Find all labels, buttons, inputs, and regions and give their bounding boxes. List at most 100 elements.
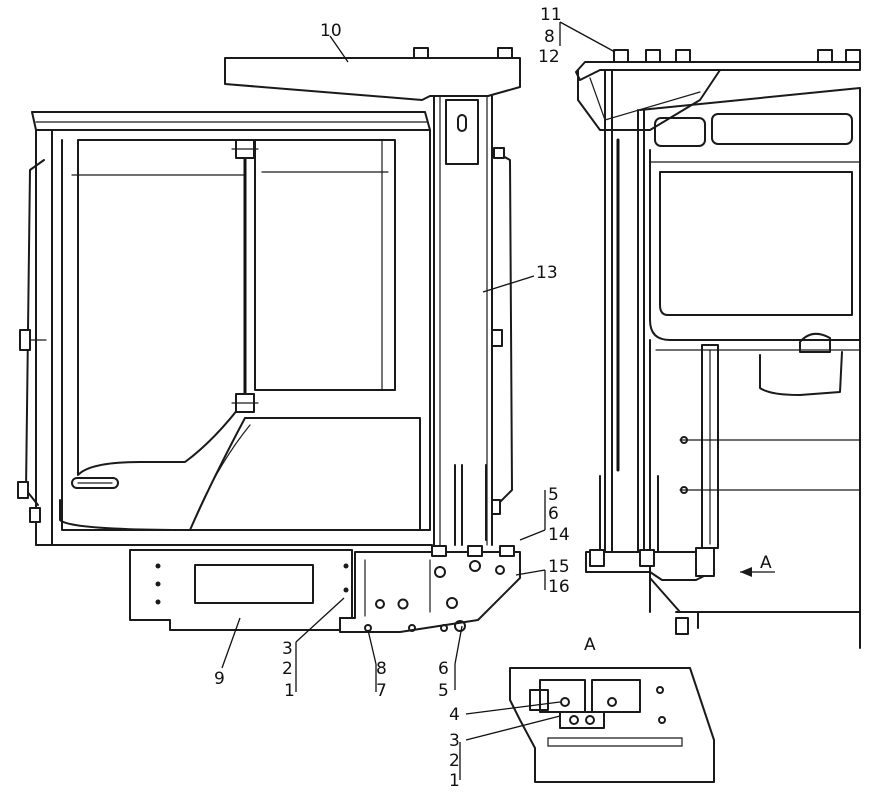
callout-13: 13 <box>536 263 558 283</box>
mp-nut-2 <box>469 560 481 572</box>
detail-hole-2 <box>658 716 666 724</box>
upper-cab-body <box>639 87 861 341</box>
callout-14: 14 <box>548 525 570 545</box>
pillar-outer <box>433 95 493 546</box>
callout-5-right: 5 <box>548 485 559 505</box>
door-window-inner-lines <box>261 139 389 391</box>
leader-15-16 <box>515 569 546 590</box>
callout-labels: 10 11 8 12 13 5 6 14 15 16 9 3 2 1 8 7 6… <box>214 5 772 791</box>
plate-9-hole-a <box>155 563 161 569</box>
mp-nut-1 <box>434 566 446 578</box>
cab-door-window <box>254 139 396 391</box>
plate-9-hole-e <box>343 587 349 593</box>
pillar-rail-clamp <box>491 329 503 347</box>
leader-11-8-12 <box>559 21 616 53</box>
front-bracket <box>577 69 721 131</box>
front-cab-panel-2 <box>711 113 853 145</box>
front-pillar <box>604 69 645 553</box>
front-window <box>659 171 853 316</box>
door-edge <box>701 344 719 549</box>
plate-9 <box>129 549 353 631</box>
roof-bolt-2 <box>645 49 661 63</box>
section-marker-a: A <box>760 553 772 573</box>
callout-12: 12 <box>538 47 560 67</box>
callout-8-top: 8 <box>544 27 555 47</box>
bracket-bolt-2 <box>497 47 513 59</box>
front-lower-link <box>649 577 699 629</box>
front-base-bolt-1 <box>589 549 605 567</box>
callout-3-bottom: 3 <box>282 639 293 659</box>
front-roof-rail <box>575 61 861 81</box>
callout-4-detail: 4 <box>449 705 460 725</box>
roof-bolt-1 <box>613 49 629 63</box>
plate-9-window <box>194 564 314 604</box>
mp-bolt-1 <box>431 545 447 557</box>
leader-3-2-1 <box>295 597 345 692</box>
pillar-top-plate <box>445 99 479 165</box>
lower-cab-grooves <box>679 439 861 491</box>
front-base-bolt-3 <box>695 547 715 577</box>
roof-bracket <box>224 57 521 101</box>
mp-hole-3 <box>446 597 458 609</box>
callout-8-bottom: 8 <box>376 659 387 679</box>
roof-bolt-4 <box>817 49 833 63</box>
leader-8-7 <box>367 629 377 692</box>
front-base-gussets <box>599 475 659 553</box>
callout-5-bottom: 5 <box>438 681 449 701</box>
roof-bolt-5 <box>845 49 861 63</box>
leader-3-detail <box>465 715 561 741</box>
callout-1-detail: 1 <box>449 771 460 791</box>
detail-bolt-1 <box>560 697 570 707</box>
lower-cab-recess <box>759 351 843 396</box>
lower-cab-sides <box>649 339 861 649</box>
door-curve-inner <box>189 424 251 531</box>
groove-pin-2 <box>680 486 688 494</box>
cab-rear-post <box>35 129 53 546</box>
detail-bolt-2 <box>607 697 617 707</box>
mp-bolt-2 <box>467 545 483 557</box>
cab-door-lower-panel <box>59 417 421 531</box>
cab-outer-frame <box>61 129 431 531</box>
leader-13 <box>482 275 535 293</box>
leader-5-6-14 <box>519 490 546 541</box>
callout-7-bottom: 7 <box>376 681 387 701</box>
groove-pin-1 <box>680 436 688 444</box>
plate-9-hole-c <box>155 599 161 605</box>
rail-foot <box>29 507 41 523</box>
front-base-bolt-2 <box>639 549 655 567</box>
cab-rear-window <box>77 139 246 476</box>
detail-outline <box>509 667 715 783</box>
pillar-rail-top-clamp <box>493 147 505 159</box>
door-handle <box>71 477 119 489</box>
pillar-slot-hole <box>457 114 467 132</box>
mp-hole-2 <box>397 598 409 610</box>
front-cab-panel-1 <box>654 117 706 147</box>
detail-view-a <box>509 667 715 783</box>
rail-lower-clamp <box>17 481 29 499</box>
mp-hole-1 <box>375 599 385 609</box>
plate-9-hole-d <box>343 563 349 569</box>
cab-roof <box>31 111 431 131</box>
callout-11: 11 <box>540 5 562 25</box>
lower-pin <box>491 499 501 515</box>
mounting-plate <box>339 551 521 633</box>
pillar-rail <box>491 149 513 506</box>
front-lower-bolt <box>675 617 689 635</box>
leader-9 <box>221 617 241 669</box>
mounting-plate-edges <box>364 559 431 617</box>
cab-front-view <box>575 49 861 649</box>
detail-title-a: A <box>584 635 596 655</box>
fuel-cap <box>799 332 831 353</box>
roof-bolt-3 <box>675 49 691 63</box>
callout-2-detail: 2 <box>449 751 460 771</box>
cab-side-view <box>17 111 433 546</box>
plate-9-hole-b <box>155 581 161 587</box>
mp-hole-6 <box>440 624 448 632</box>
callout-3-detail: 3 <box>449 731 460 751</box>
callout-9: 9 <box>214 669 225 689</box>
detail-nut-2 <box>585 715 595 725</box>
mp-nut-3 <box>495 565 505 575</box>
callout-2-bottom: 2 <box>282 659 293 679</box>
